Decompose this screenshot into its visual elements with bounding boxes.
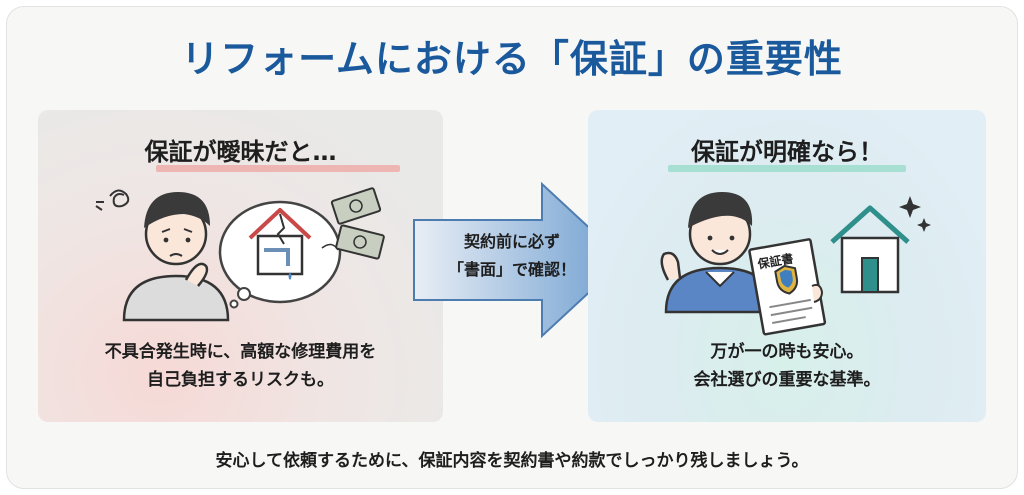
confusion-scribble-icon xyxy=(95,189,130,211)
arrow-block: 契約前に必ず 「書面」で確認！ xyxy=(410,180,630,340)
confident-person-icon xyxy=(660,192,776,314)
right-arrow-icon xyxy=(413,181,626,339)
right-heading-underline xyxy=(668,165,906,172)
right-panel: 保証が明確なら！ 保証書 xyxy=(588,110,986,422)
house-icon xyxy=(830,205,910,294)
page-title: リフォームにおける「保証」の重要性 xyxy=(181,37,843,81)
right-panel-heading: 保証が明確なら！ xyxy=(691,138,883,166)
shield-icon xyxy=(774,264,799,295)
worried-person-icon xyxy=(122,192,230,322)
sparkle-icon xyxy=(899,196,931,232)
arrow-text-line1: 契約前に必ず xyxy=(463,232,560,251)
leaking-house-icon xyxy=(248,208,312,280)
left-panel-heading: 保証が曖昧だと… xyxy=(144,138,337,166)
left-panel-caption: 不具合発生時に、高額な修理費用を 自己負担するリスクも。 xyxy=(38,338,443,394)
footer-note: 安心して依頼するために、保証内容を契約書や約款でしっかり残しましょう。 xyxy=(215,451,809,471)
left-panel: 保証が曖昧だと… xyxy=(38,110,443,422)
right-caption-line1: 万が一の時も安心。 xyxy=(710,342,864,362)
left-caption-line1: 不具合発生時に、高額な修理費用を xyxy=(104,342,377,362)
left-caption-line2: 自己負担するリスクも。 xyxy=(147,370,334,390)
right-panel-caption: 万が一の時も安心。 会社選びの重要な基準。 xyxy=(588,338,986,394)
money-bill-icon xyxy=(321,187,385,260)
right-caption-line2: 会社選びの重要な基準。 xyxy=(693,370,881,390)
arrow-text-line2: 「書面」で確認！ xyxy=(447,260,576,279)
left-heading-underline xyxy=(156,165,400,172)
right-illustration: 保証書 xyxy=(660,192,931,336)
left-illustration xyxy=(95,187,385,322)
